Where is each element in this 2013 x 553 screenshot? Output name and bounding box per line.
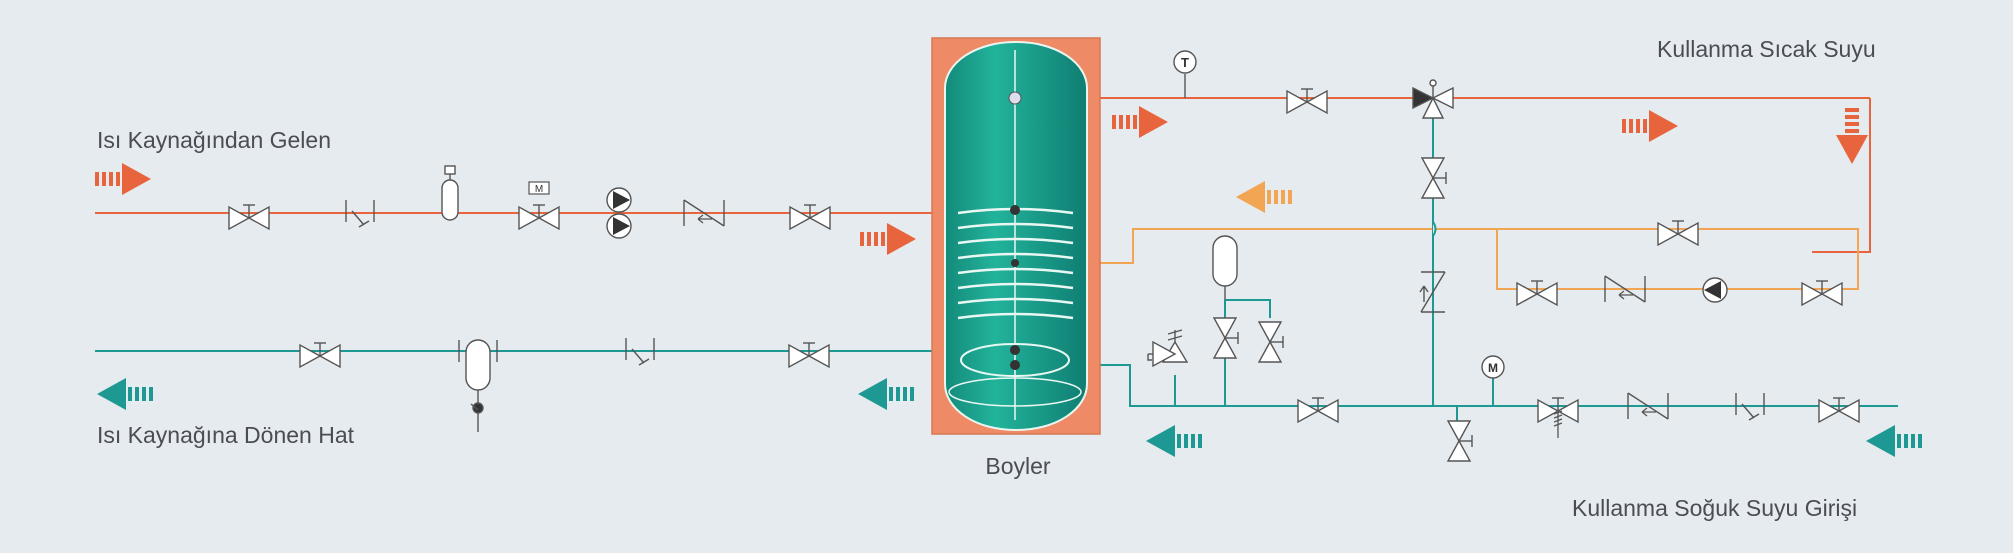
- gate-valve-icon[interactable]: [1421, 157, 1447, 199]
- label-hot-supply: Isı Kaynağından Gelen: [97, 127, 331, 153]
- gate-valve-icon[interactable]: [1818, 397, 1860, 423]
- pump-icon[interactable]: [1702, 277, 1728, 303]
- flow-arrow-icon: [1866, 425, 1922, 457]
- flow-arrow-icon: [97, 378, 153, 410]
- water-meter-icon: M: [1481, 355, 1505, 379]
- label-return-line: Isı Kaynağına Dönen Hat: [97, 422, 355, 448]
- label-hot-water: Kullanma Sıcak Suyu: [1657, 36, 1876, 62]
- flow-arrow-icon: [1622, 110, 1678, 142]
- gate-valve-icon[interactable]: [1258, 321, 1284, 363]
- pump-icon[interactable]: [606, 213, 632, 239]
- gate-valve-icon[interactable]: [1657, 220, 1699, 246]
- gate-valve-icon[interactable]: [1213, 317, 1239, 359]
- gate-valve-icon[interactable]: [1516, 280, 1558, 306]
- flow-arrow-icon: [1112, 106, 1168, 138]
- flow-arrow-icon: [860, 223, 916, 255]
- flow-arrow-icon: [1236, 181, 1292, 213]
- gate-valve-icon[interactable]: [1297, 397, 1339, 423]
- gate-valve-icon[interactable]: [228, 204, 270, 230]
- flow-arrow-icon: [1836, 108, 1868, 164]
- expansion-tank-icon: [458, 339, 498, 432]
- pump-icon[interactable]: [606, 187, 632, 213]
- pressure-reducer-icon[interactable]: [1537, 397, 1579, 438]
- svg-text:M: M: [1488, 361, 1498, 375]
- label-cold-inlet: Kullanma Soğuk Suyu Girişi: [1572, 495, 1857, 521]
- label-boiler: Boyler: [985, 453, 1051, 479]
- svg-text:M: M: [535, 184, 543, 195]
- boiler-tank: [931, 37, 1101, 435]
- gate-valve-icon[interactable]: [299, 342, 341, 368]
- gate-valve-icon[interactable]: [1286, 88, 1328, 114]
- expansion-tank-icon: [441, 165, 459, 221]
- heating-coil: [957, 207, 1074, 320]
- gate-valve-icon[interactable]: [789, 204, 831, 230]
- safety-valve-icon: [1147, 329, 1189, 368]
- expansion-tank-icon: [1212, 235, 1238, 300]
- pipe-crossing: [1432, 221, 1437, 237]
- circulation-pipe: [1015, 228, 1859, 290]
- motorized-valve-icon[interactable]: M: [518, 181, 560, 230]
- three-way-valve-icon[interactable]: [1412, 79, 1454, 119]
- flow-arrow-icon: [1146, 425, 1202, 457]
- gate-valve-icon[interactable]: [1447, 420, 1473, 462]
- thermometer-icon: T: [1173, 50, 1197, 98]
- flow-arrow-icon: [858, 378, 914, 410]
- svg-text:T: T: [1181, 55, 1189, 70]
- flow-arrow-icon: [95, 163, 151, 195]
- check-valve-icon: [1419, 271, 1446, 313]
- gate-valve-icon[interactable]: [1801, 280, 1843, 306]
- gate-valve-icon[interactable]: [788, 342, 830, 368]
